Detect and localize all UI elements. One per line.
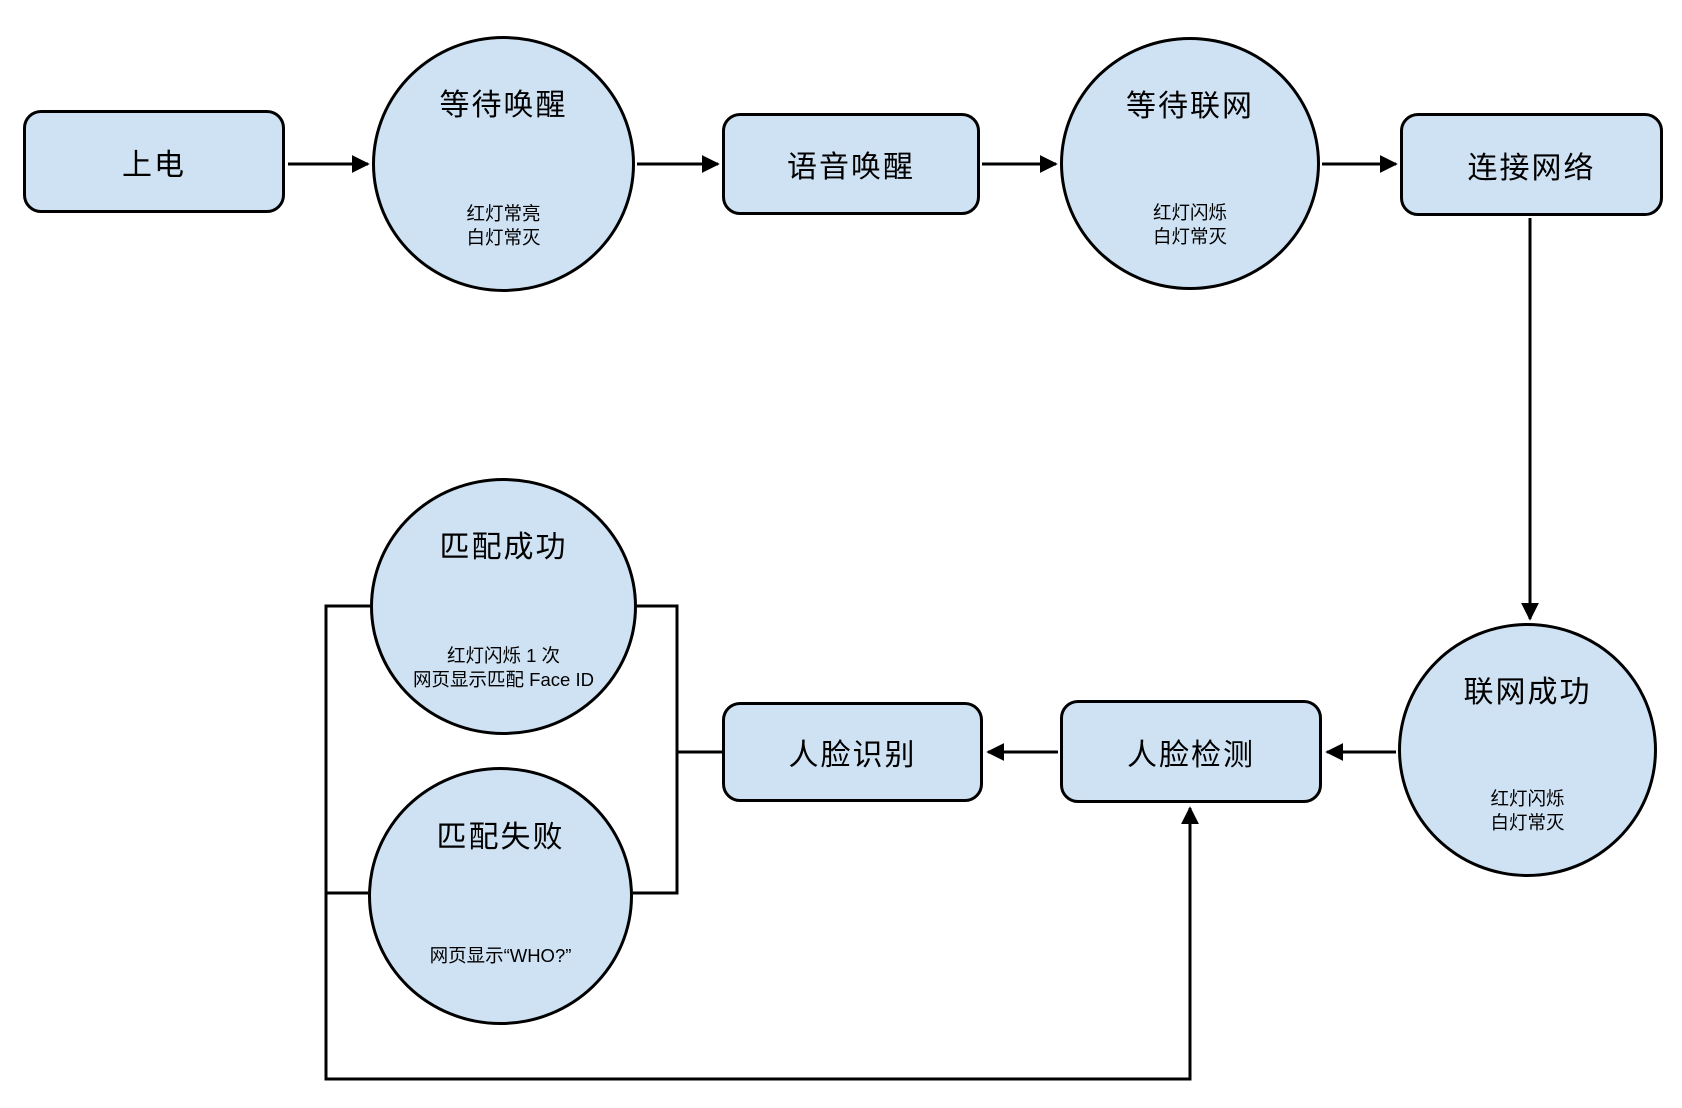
node-label: 连接网络 (1467, 151, 1596, 185)
node-subtext: 红灯闪烁 1 次 网页显示匹配 Face ID (413, 645, 594, 691)
edge-loop-back-facedetect (324, 604, 1199, 1081)
node-subtext: 网页显示“WHO?” (429, 944, 572, 966)
node-match-success: 匹配成功 红灯闪烁 1 次 网页显示匹配 Face ID (370, 478, 637, 735)
node-label: 等待唤醒 (439, 89, 568, 123)
node-face-detect: 人脸检测 (1060, 700, 1322, 803)
node-label: 等待联网 (1126, 89, 1254, 123)
node-wait-wake: 等待唤醒 红灯常亮 白灯常灭 (372, 36, 635, 292)
node-power-on: 上电 (23, 110, 285, 213)
node-connect-network: 连接网络 (1400, 113, 1663, 216)
node-label: 匹配失败 (436, 820, 565, 854)
node-network-success: 联网成功 红灯闪烁 白灯常灭 (1398, 623, 1657, 877)
node-face-recognize: 人脸识别 (722, 702, 983, 802)
node-label: 人脸检测 (1127, 738, 1255, 772)
node-subtext: 红灯闪烁 白灯常灭 (1152, 201, 1227, 247)
node-voice-wake: 语音唤醒 (722, 113, 980, 215)
node-wait-network: 等待联网 红灯闪烁 白灯常灭 (1060, 37, 1320, 290)
node-label: 上电 (122, 148, 186, 182)
node-subtext: 红灯常亮 白灯常灭 (466, 202, 541, 248)
node-label: 联网成功 (1463, 675, 1592, 709)
node-label: 语音唤醒 (787, 151, 915, 184)
edge-bracket-right (633, 604, 679, 895)
node-subtext: 红灯闪烁 白灯常灭 (1490, 788, 1565, 834)
node-match-fail: 匹配失败 网页显示“WHO?” (368, 767, 633, 1025)
node-label: 匹配成功 (439, 531, 568, 565)
node-label: 人脸识别 (788, 739, 917, 772)
